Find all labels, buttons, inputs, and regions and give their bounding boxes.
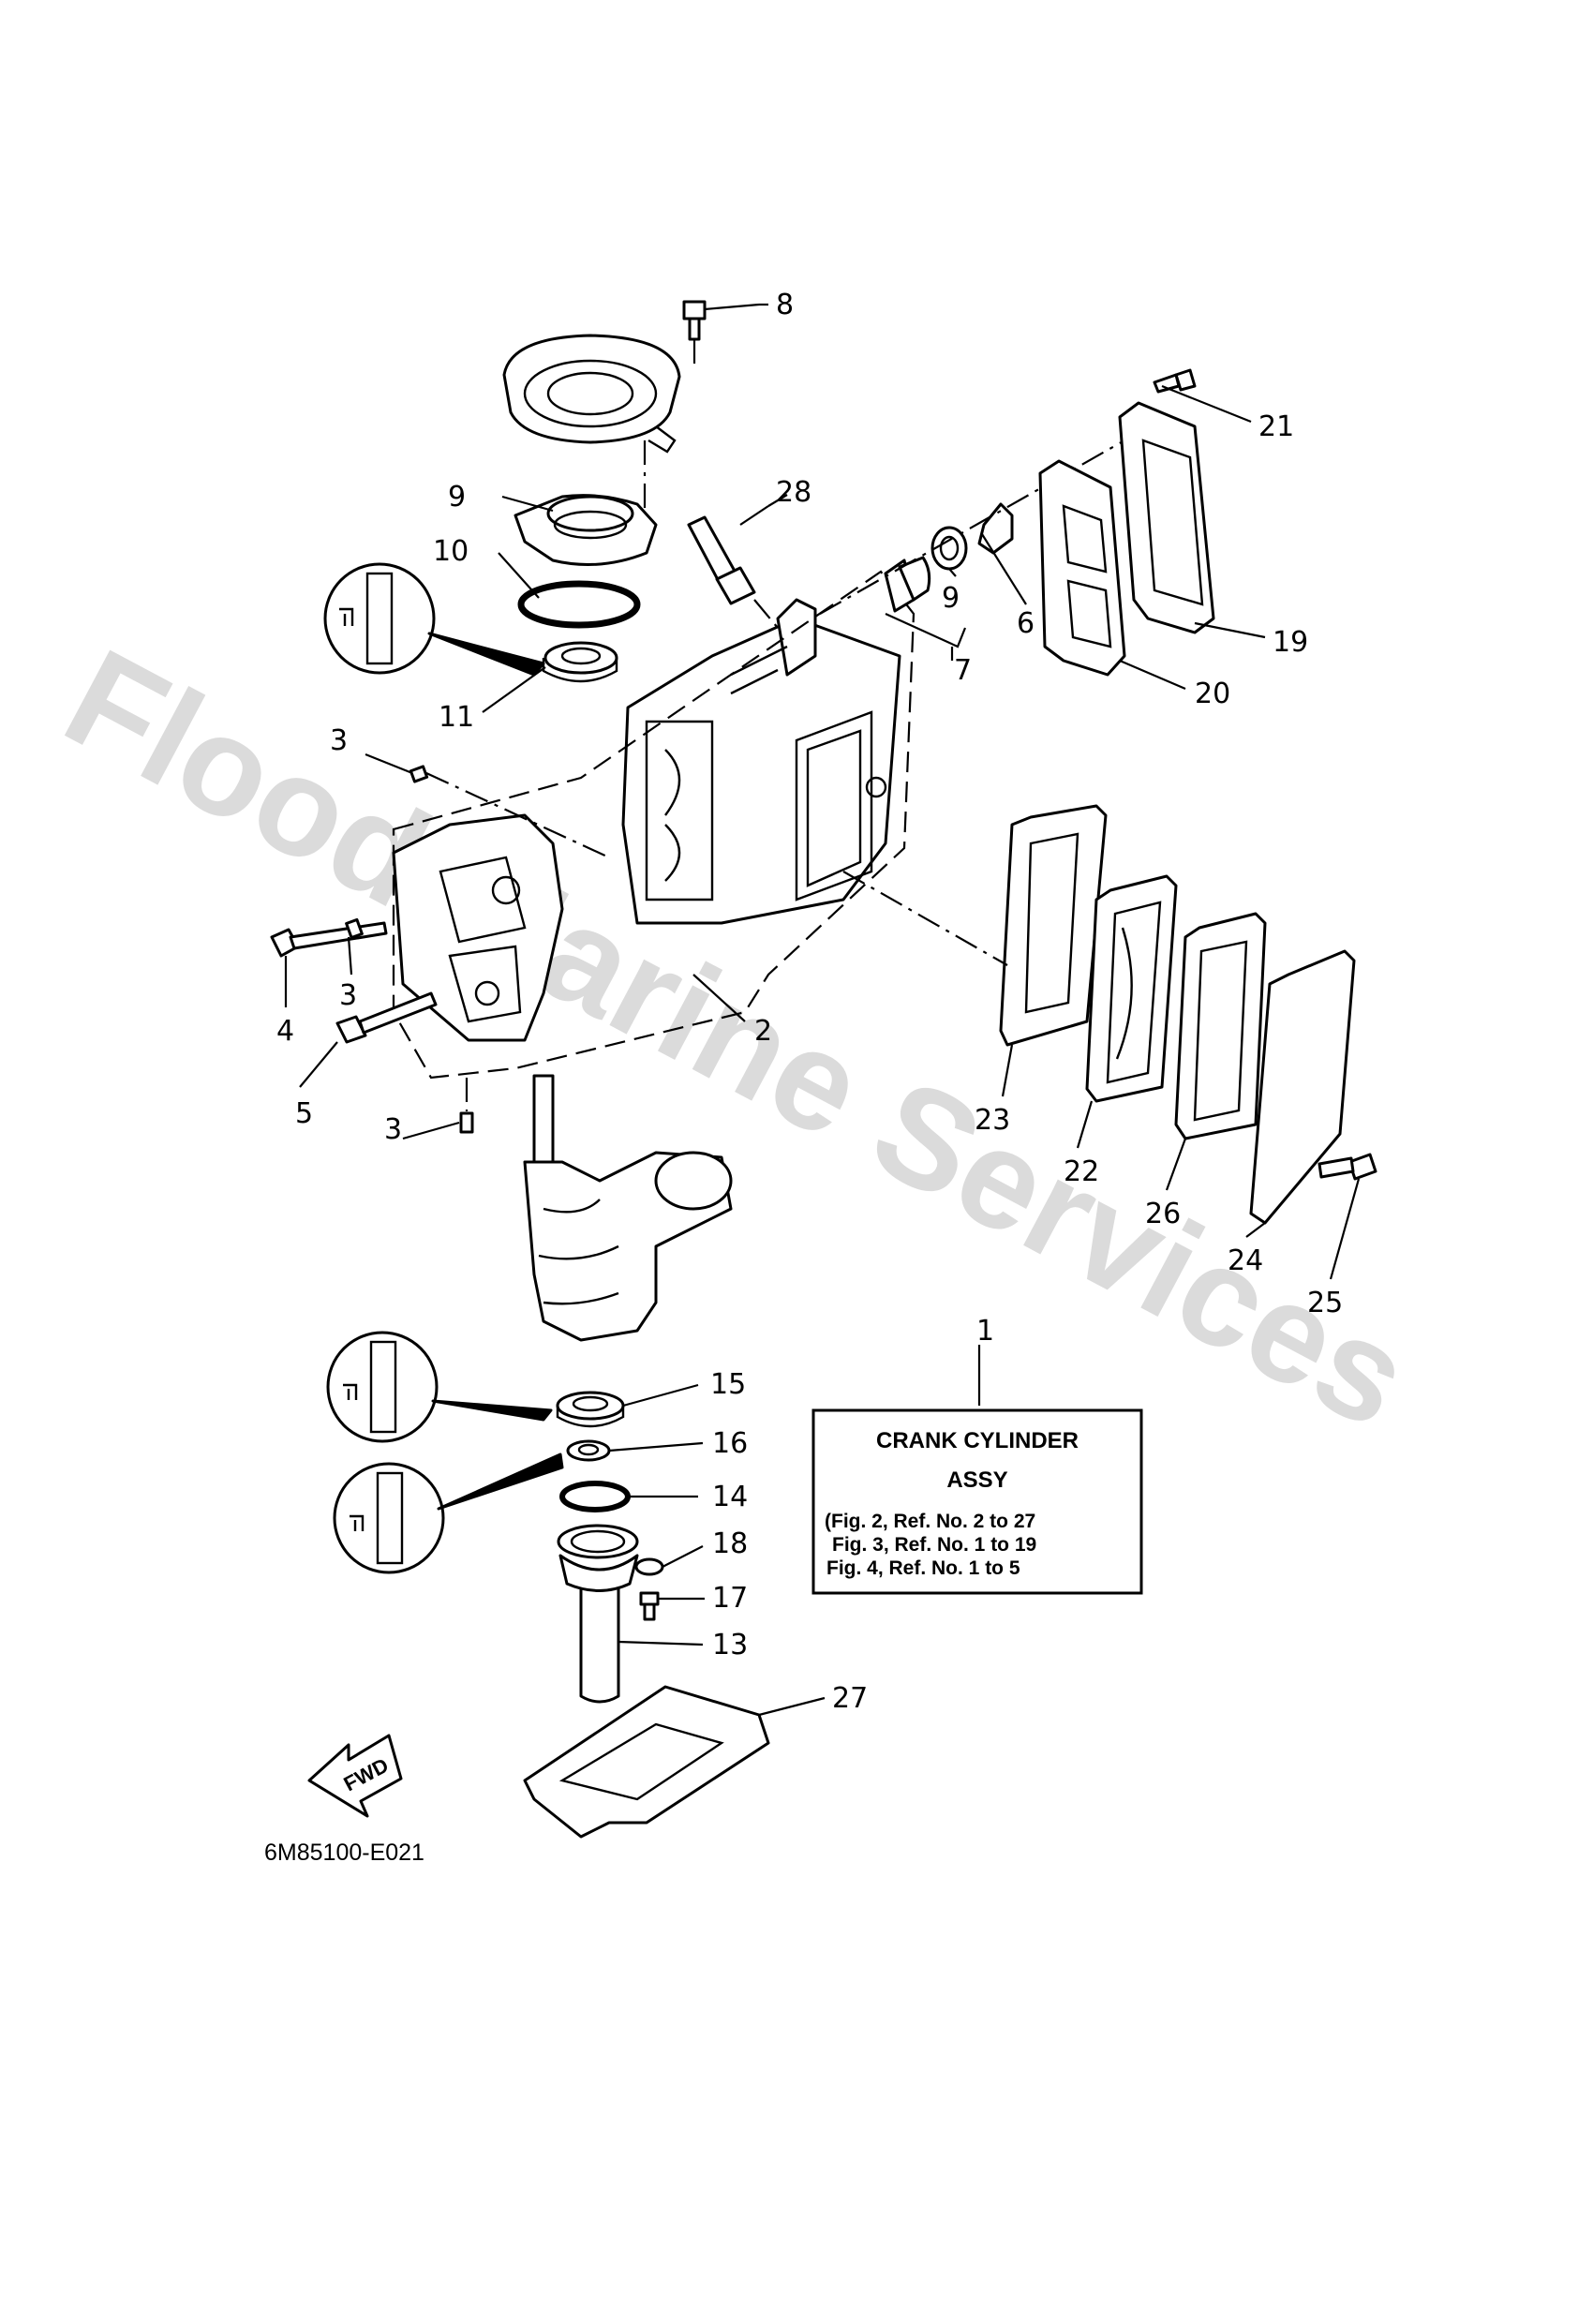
- crankcase: [392, 813, 564, 1042]
- bolt-25: [1317, 1153, 1377, 1181]
- oil-seal-11: [542, 641, 618, 683]
- callout-22: 22: [1064, 1155, 1099, 1188]
- sleeve-13: [557, 1524, 639, 1704]
- figure-code: 6M85100-E021: [264, 1840, 424, 1866]
- callout-20: 20: [1195, 678, 1230, 710]
- dowel-3c: [459, 1111, 474, 1134]
- top-plate: [502, 334, 681, 454]
- grease-symbol-low: [333, 1452, 564, 1574]
- callout-28: 28: [776, 476, 811, 509]
- oil-seal-15: [556, 1391, 625, 1428]
- callout-27: 27: [832, 1682, 868, 1715]
- cover-19: [1118, 401, 1215, 634]
- dowel-3b: [345, 917, 364, 940]
- callout-2: 2: [754, 1015, 772, 1048]
- seal-housing-9: [514, 494, 658, 566]
- assy-line-1: (Fig. 2, Ref. No. 2 to 27: [825, 1511, 1035, 1532]
- cylinder-block: [621, 598, 901, 925]
- assy-line-2: Fig. 3, Ref. No. 1 to 19: [832, 1534, 1036, 1556]
- cover-24: [1249, 949, 1356, 1225]
- callout-8: 9: [942, 582, 960, 615]
- grease-symbol-mid: [326, 1331, 553, 1443]
- assy-outline: [392, 570, 916, 1080]
- assy-line-3: Fig. 4, Ref. No. 1 to 5: [826, 1557, 1020, 1579]
- bolt-21: [1153, 368, 1197, 394]
- assy-title-line1: CRANK CYLINDER: [876, 1428, 1079, 1453]
- bolt-5: [335, 991, 438, 1044]
- assy-title-line2: ASSY: [946, 1467, 1007, 1493]
- callout-6: 6: [1017, 607, 1035, 640]
- screw-12: [682, 300, 760, 341]
- fwd-arrow: FWD: [307, 1734, 403, 1818]
- o-ring-10: [517, 580, 641, 629]
- gasket-20: [1038, 459, 1126, 677]
- callout-7: 7: [954, 654, 972, 687]
- callout-25: 25: [1307, 1287, 1343, 1319]
- oil-seal-16: [566, 1439, 611, 1462]
- callout-16: 16: [712, 1427, 748, 1460]
- callout-10: 10: [433, 535, 469, 568]
- callout-14: 14: [712, 1481, 748, 1513]
- callout-23: 23: [975, 1104, 1010, 1137]
- callout-18: 18: [712, 1527, 748, 1560]
- gasket-26: [1174, 912, 1267, 1140]
- callout-13: 13: [712, 1629, 748, 1661]
- dowel-3a: [409, 765, 429, 783]
- washer-18: [634, 1557, 664, 1576]
- crankshaft: [523, 1074, 733, 1342]
- callout-9: 9: [448, 481, 466, 514]
- gasket-22: [1085, 874, 1178, 1103]
- callout-3-top: 3: [330, 724, 348, 757]
- callout-26: 26: [1145, 1198, 1181, 1230]
- callout-24: 24: [1228, 1244, 1263, 1277]
- callout-12: 8: [776, 289, 794, 321]
- callout-21: 21: [1258, 410, 1294, 443]
- callout-4: 4: [276, 1015, 294, 1048]
- screw-17: [639, 1591, 660, 1621]
- callout-1: 1: [976, 1315, 994, 1348]
- thermostat-parts: [884, 502, 1014, 613]
- callout-3-mid: 3: [339, 979, 357, 1012]
- assy-info-box: CRANK CYLINDER ASSY (Fig. 2, Ref. No. 2 …: [811, 1408, 1143, 1595]
- gasket-27: [523, 1685, 770, 1839]
- callout-11: 11: [439, 701, 474, 734]
- callout-labels: 8 9 10 11 28 21 9 6 7 19 20 3 3 4 5 3 2 …: [276, 289, 1343, 1715]
- leaders: [284, 303, 1361, 1717]
- callout-3-low: 3: [384, 1113, 402, 1146]
- callout-5: 5: [295, 1097, 313, 1130]
- callout-15: 15: [710, 1368, 746, 1401]
- bolt-4: [270, 921, 388, 958]
- grease-symbol-top: [323, 562, 545, 677]
- spark-plug-28: [687, 505, 769, 605]
- callout-17: 17: [712, 1582, 748, 1615]
- callout-19: 19: [1273, 626, 1308, 659]
- o-ring-14: [559, 1481, 631, 1512]
